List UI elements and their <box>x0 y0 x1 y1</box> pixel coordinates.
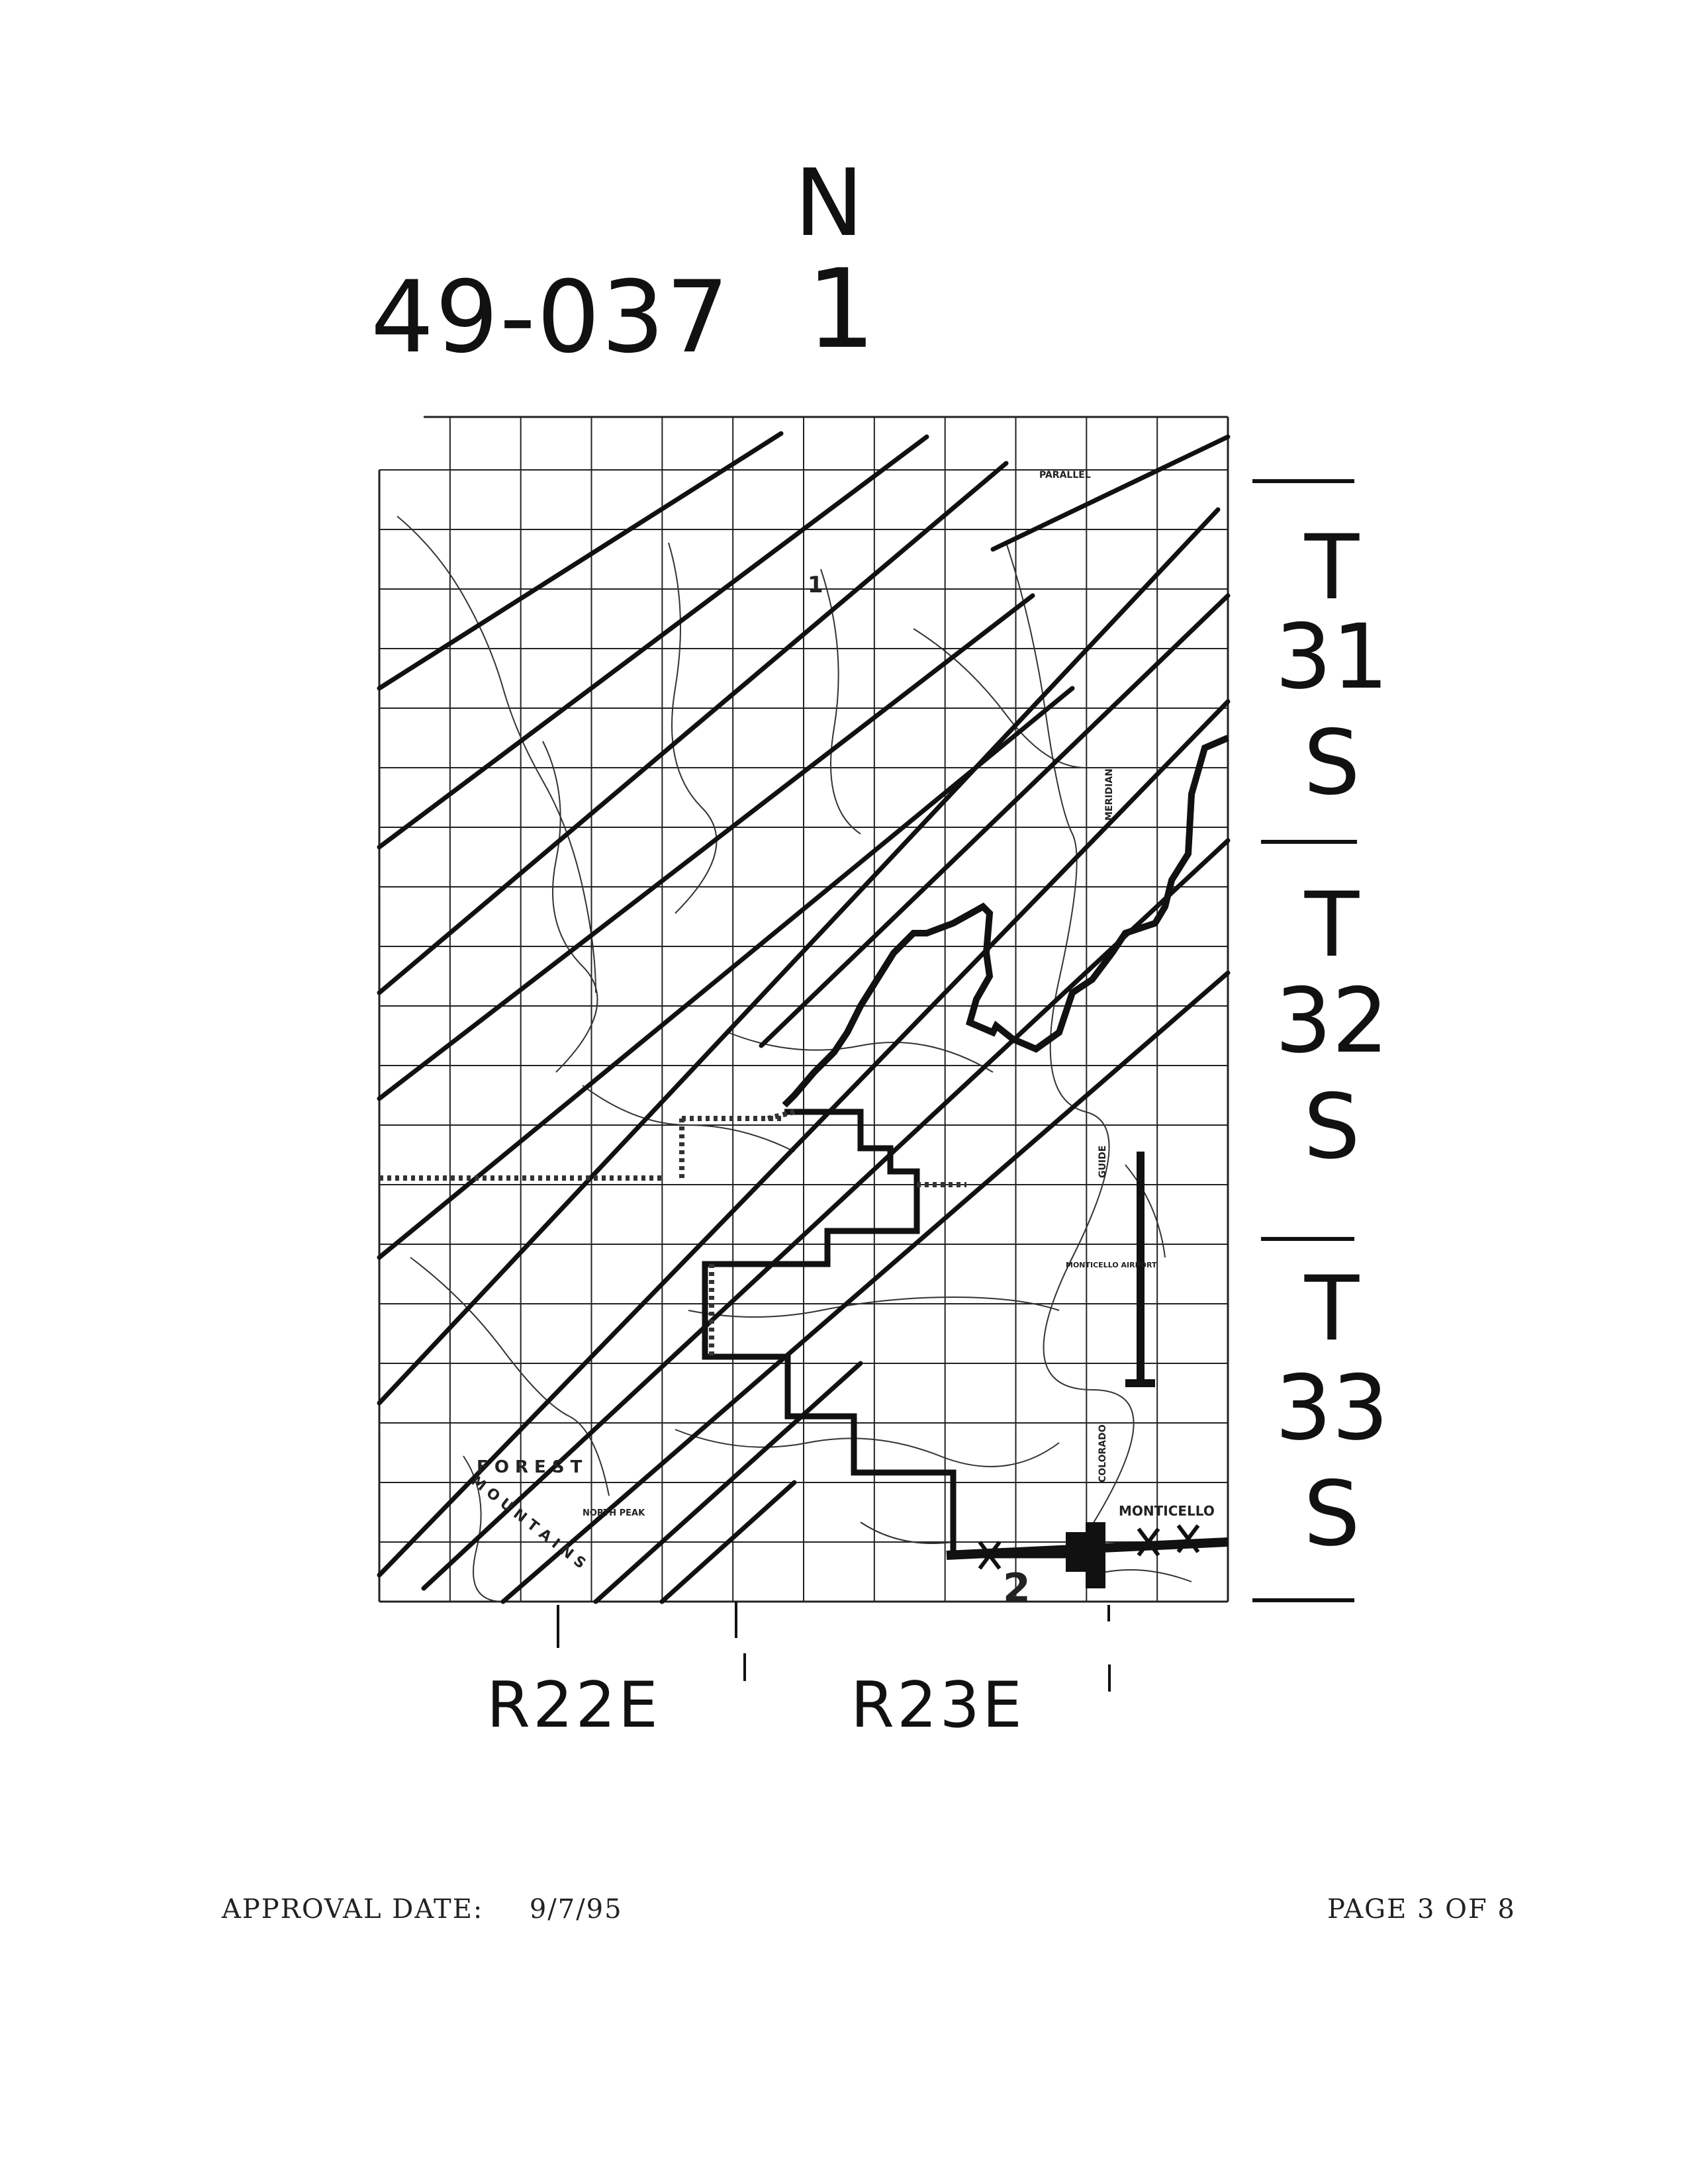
map-label-forest: F O R E S T <box>477 1457 583 1477</box>
map-label-mountains: M O U N T A I N S <box>467 1473 588 1572</box>
section-grid <box>379 417 1229 1602</box>
approval-date: APPROVAL DATE: 9/7/95 <box>222 1894 623 1925</box>
north-arrow-icon: 1 <box>806 246 876 373</box>
hatch-line <box>421 838 1231 1591</box>
hatch-line <box>377 461 1009 995</box>
map-label-guide: GUIDE <box>1098 1146 1108 1178</box>
map-marker-2: 2 <box>1003 1565 1031 1612</box>
range-r22e-label: R22E <box>487 1669 661 1742</box>
township-t31-number: 31 <box>1275 605 1389 709</box>
township-t33-letter: T <box>1304 1257 1360 1361</box>
x-marks <box>978 1524 1200 1570</box>
range-r23e-label: R23E <box>851 1669 1025 1742</box>
hatch-line <box>377 686 1075 1260</box>
hatch-line <box>500 970 1231 1604</box>
hatch-line <box>377 593 1035 1101</box>
streams <box>397 516 1192 1602</box>
map-label-meridian: MERIDIAN <box>1104 768 1115 821</box>
boundary-line <box>782 735 1229 1108</box>
map-label-airport: MONTICELLO AIRPORT <box>1066 1261 1157 1269</box>
hatch-line <box>759 593 1231 1048</box>
hatch-line <box>593 1361 863 1604</box>
map-marker-1: 1 <box>808 572 823 598</box>
township-t31-direction: S <box>1303 711 1360 815</box>
township-t33-direction: S <box>1303 1462 1360 1566</box>
township-t32-letter: T <box>1304 873 1360 977</box>
county-code: 49-037 <box>371 260 731 375</box>
dotted-boundary <box>379 1109 966 1357</box>
monticello-town <box>1066 1522 1105 1588</box>
hatch-line <box>377 507 1221 1406</box>
approval-label: APPROVAL DATE: <box>222 1894 484 1925</box>
hatch-line <box>659 1480 797 1604</box>
map-label-monticello: MONTICELLO <box>1119 1503 1215 1519</box>
map-frame <box>378 416 1229 1603</box>
boundary-stepped <box>702 1109 1086 1559</box>
range-ticks <box>557 1602 1111 1692</box>
vertical-marker <box>1125 1152 1155 1387</box>
map-label-north-peak: NORTH PEAK <box>583 1508 645 1518</box>
township-t32-direction: S <box>1303 1075 1360 1179</box>
township-t32-number: 32 <box>1275 969 1389 1073</box>
map-label-colorado: COLORADO <box>1098 1424 1108 1482</box>
hatch-line <box>377 699 1231 1578</box>
approval-date-value: 9/7/95 <box>529 1894 623 1925</box>
page-number: PAGE 3 OF 8 <box>1327 1894 1516 1925</box>
hatch-line <box>377 431 784 691</box>
north-arrow-label: N <box>794 150 864 257</box>
township-t33-number: 33 <box>1275 1356 1389 1460</box>
hatch-lines <box>377 431 1231 1604</box>
township-t31-letter: T <box>1304 516 1360 619</box>
township-ticks <box>1252 479 1357 1602</box>
map-label-parallel: PARALLEL <box>1039 470 1091 480</box>
hatch-line <box>990 434 1231 552</box>
hatch-line <box>377 434 929 850</box>
